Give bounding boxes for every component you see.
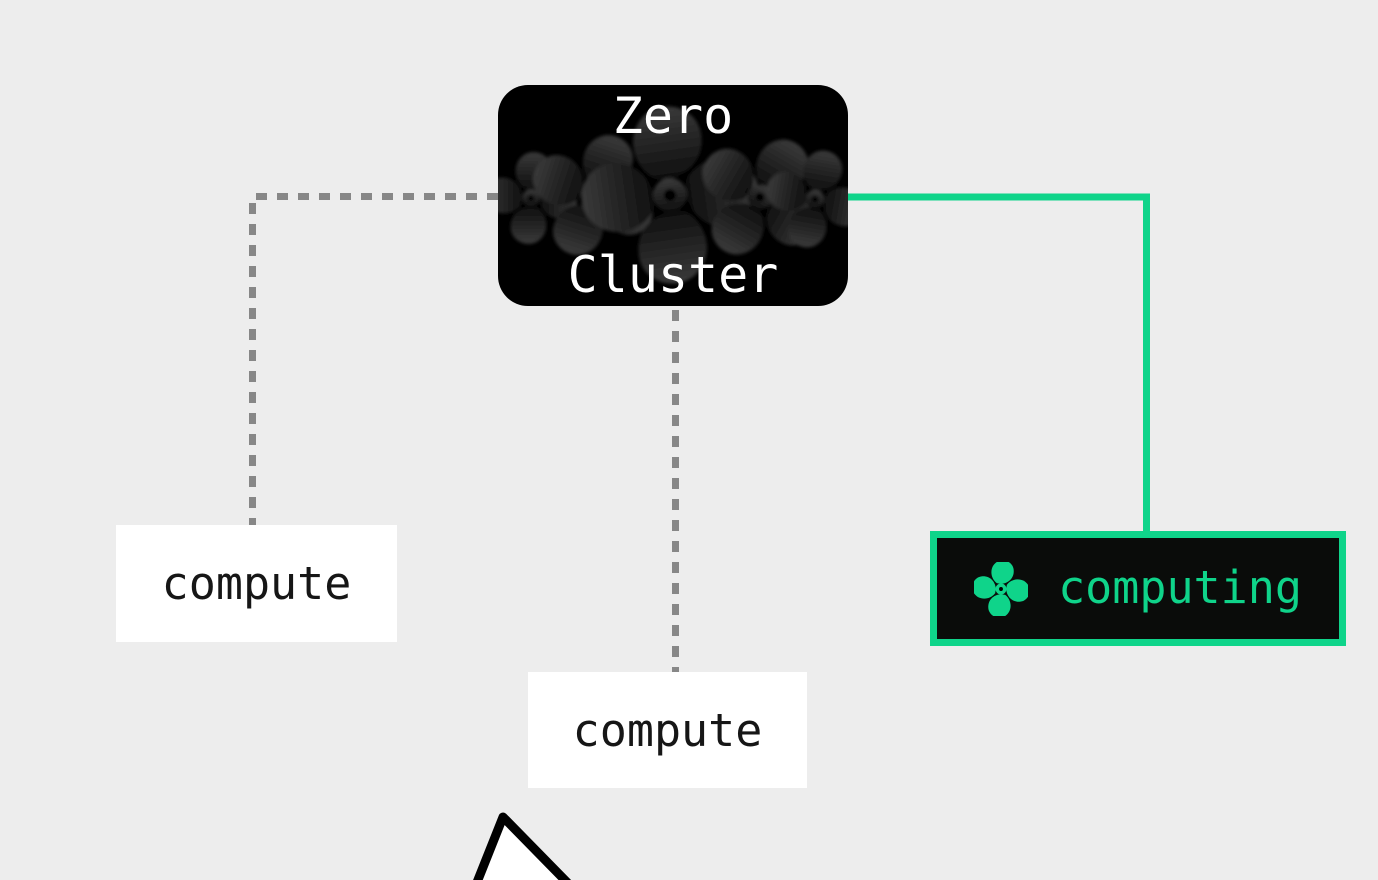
node-compute-bottom[interactable]: compute — [528, 672, 807, 788]
node-label: computing — [1058, 561, 1302, 614]
node-zero-cluster[interactable]: Zero Cluster — [498, 85, 848, 306]
node-title-line-2: Cluster — [567, 245, 779, 304]
edge-dashed-left — [249, 193, 498, 527]
node-label: compute — [572, 703, 763, 757]
edge-solid-active — [846, 193, 1150, 535]
fan-icon — [974, 561, 1029, 616]
node-title: Zero Cluster — [568, 85, 779, 306]
node-label: compute — [161, 557, 352, 610]
node-title-line-1: Zero — [612, 86, 734, 145]
node-computing-active[interactable]: computing — [930, 531, 1346, 646]
pointer-arrow-icon — [473, 812, 572, 880]
node-compute-left[interactable]: compute — [116, 525, 397, 642]
